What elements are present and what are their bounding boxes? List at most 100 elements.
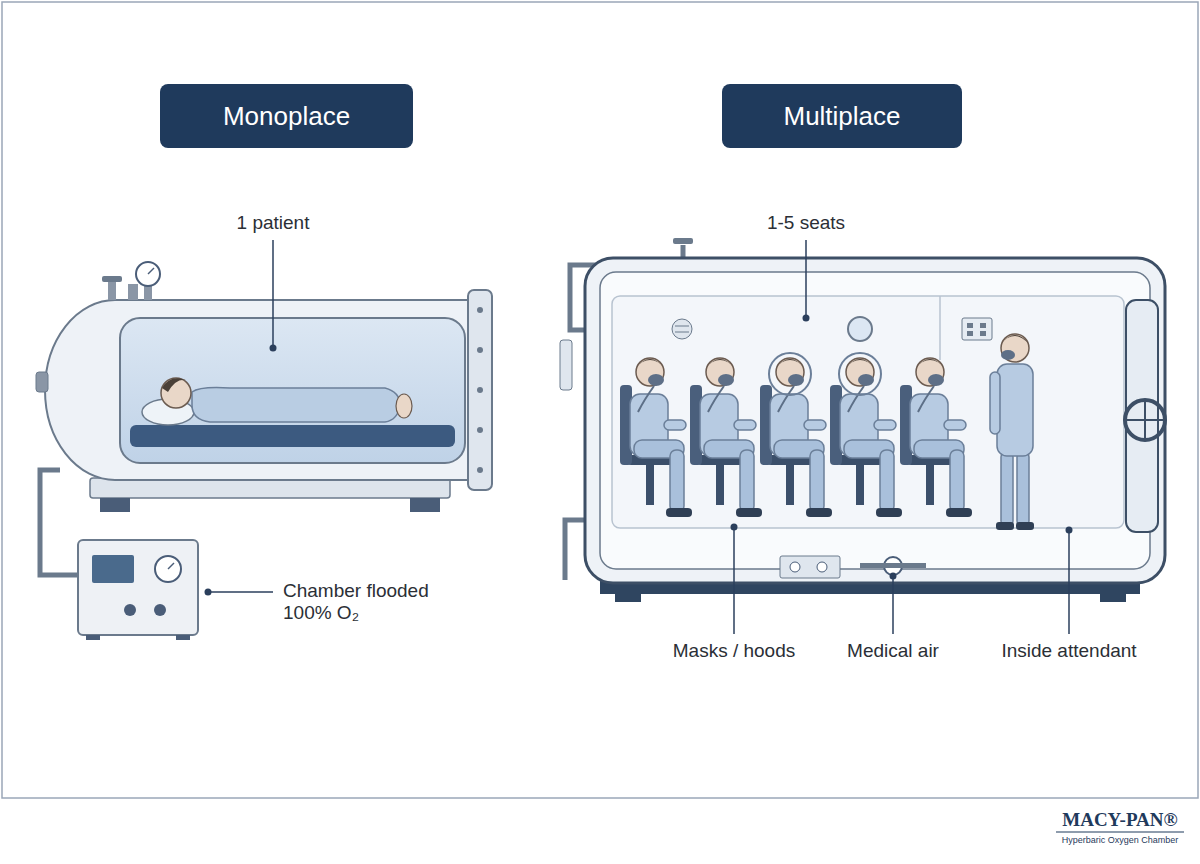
foot (86, 635, 100, 640)
leader-line (733, 530, 735, 634)
oxygen-control-unit (78, 540, 198, 640)
bolt (477, 427, 483, 433)
gauge (155, 556, 181, 582)
valve-stem (128, 284, 138, 300)
vent-slot (675, 326, 689, 327)
leader-dot (731, 524, 738, 531)
leg (1017, 452, 1029, 526)
bolt (477, 307, 483, 313)
door-wheel (1125, 400, 1165, 440)
header-text: Monoplace (223, 101, 350, 132)
torso (997, 364, 1033, 456)
foot (615, 594, 641, 602)
header-text: Multiplace (783, 101, 900, 132)
mask (1001, 350, 1015, 360)
seated-patient (620, 358, 692, 517)
knob (124, 604, 136, 616)
knob (154, 604, 166, 616)
bed (130, 425, 455, 447)
outer-shell (585, 258, 1165, 583)
feet (396, 394, 412, 418)
attendant (990, 334, 1034, 530)
callout-label: Masks / hoods (673, 640, 796, 662)
leader-line (272, 240, 274, 345)
panel-button (980, 323, 986, 328)
callout-label: Medical air (847, 640, 939, 662)
leader-dot (890, 573, 897, 580)
vent-slot (675, 332, 689, 333)
porthole (848, 317, 872, 341)
valve-handle (673, 238, 693, 244)
leader-line (892, 578, 894, 634)
back-wall (612, 296, 1124, 528)
callout-label: Inside attendant (1001, 640, 1136, 662)
gauge-needle (168, 563, 174, 569)
oxygen-pipe (40, 470, 78, 575)
window (120, 318, 465, 463)
leader-line (208, 591, 273, 593)
valve-handle (102, 276, 122, 282)
wall-seam (939, 296, 941, 360)
gauge-stem (144, 286, 152, 300)
end-flange (468, 290, 492, 490)
callout-label: 1-5 seats (767, 212, 845, 234)
hood (839, 353, 881, 395)
lying-body (192, 388, 400, 423)
logo-rule (1056, 831, 1184, 832)
foot (176, 635, 190, 640)
door (1126, 300, 1158, 532)
head (161, 378, 191, 408)
header-box: Multiplace (722, 84, 962, 148)
leader-dot (1066, 527, 1073, 534)
logo-wordmark: MACY-PAN® (1062, 808, 1178, 831)
header-box: Monoplace (160, 84, 413, 148)
gauge (817, 562, 827, 572)
leader-line (805, 240, 807, 315)
seated-patient (900, 358, 972, 517)
seated-patient (690, 358, 762, 517)
base-panel (780, 556, 840, 578)
head (1001, 334, 1029, 362)
leader-line (1068, 533, 1070, 634)
interior (600, 272, 1150, 569)
leg (1001, 452, 1013, 526)
monoplace-chamber (36, 262, 492, 575)
panel-button (967, 323, 973, 328)
leader-dot (270, 345, 277, 352)
vent (672, 319, 692, 339)
hair (1001, 335, 1029, 344)
arm (990, 372, 1000, 434)
unit-body (78, 540, 198, 635)
logo-tagline: Hyperbaric Oxygen Chamber (1062, 835, 1179, 846)
cylinder-body (45, 300, 470, 480)
multiplace-chamber (560, 238, 1165, 602)
side-valve (36, 372, 48, 392)
panel-button (980, 331, 986, 336)
valve-stem (108, 280, 116, 300)
frame (2, 2, 1198, 798)
foot (100, 498, 130, 512)
callout-label: 1 patient (237, 212, 310, 234)
wheel-spoke (1144, 400, 1146, 440)
air-pipe (860, 563, 926, 568)
foot (1100, 594, 1126, 602)
bolt (477, 467, 483, 473)
hair (162, 378, 186, 392)
bolt (477, 347, 483, 353)
hood (769, 353, 811, 395)
pipe-fitting (560, 340, 572, 390)
gauge (136, 262, 160, 286)
shoe (1016, 522, 1034, 530)
leader-dot (803, 315, 810, 322)
bolt (477, 387, 483, 393)
screen (92, 555, 134, 583)
wall-panel (962, 318, 992, 340)
gauge (790, 562, 800, 572)
panel-button (967, 331, 973, 336)
foot (410, 498, 440, 512)
leader-dot (205, 589, 212, 596)
shoe (996, 522, 1014, 530)
callout-label: Chamber flooded 100% O₂ (283, 580, 448, 624)
gauge-needle (148, 268, 154, 274)
